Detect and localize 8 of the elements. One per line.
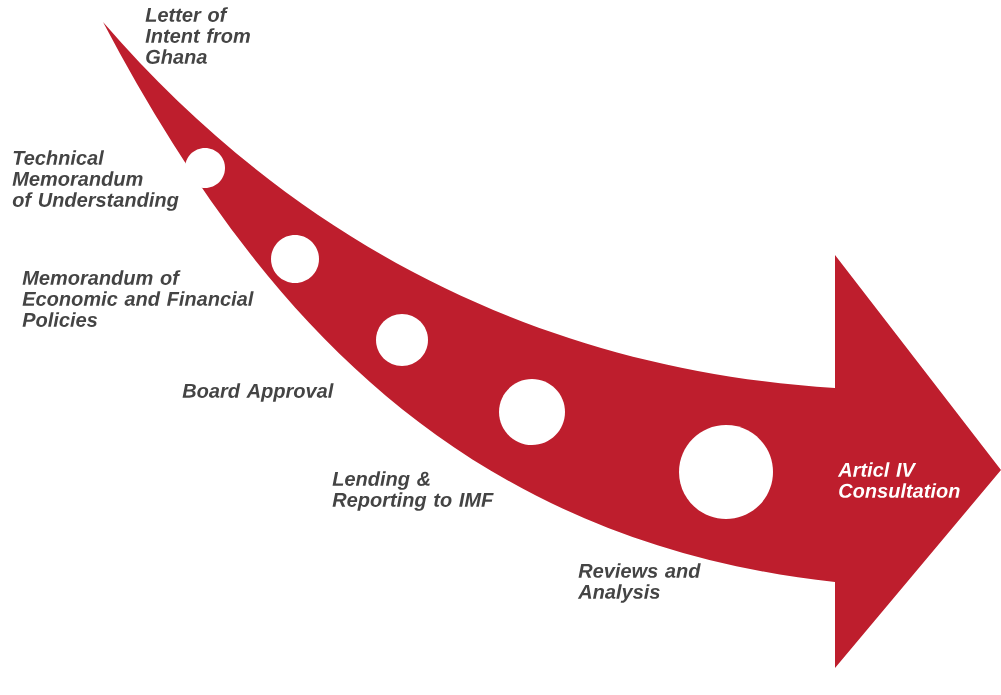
step-circle [679,425,773,519]
step-circle [499,379,565,445]
step-circle [376,314,428,366]
step-circle [185,148,225,188]
step-label: Lending & Reporting to IMF [332,471,494,511]
step-circle [271,235,319,283]
step-label: Board Approval [182,383,334,402]
step-label: Reviews and Analysis [577,563,701,603]
